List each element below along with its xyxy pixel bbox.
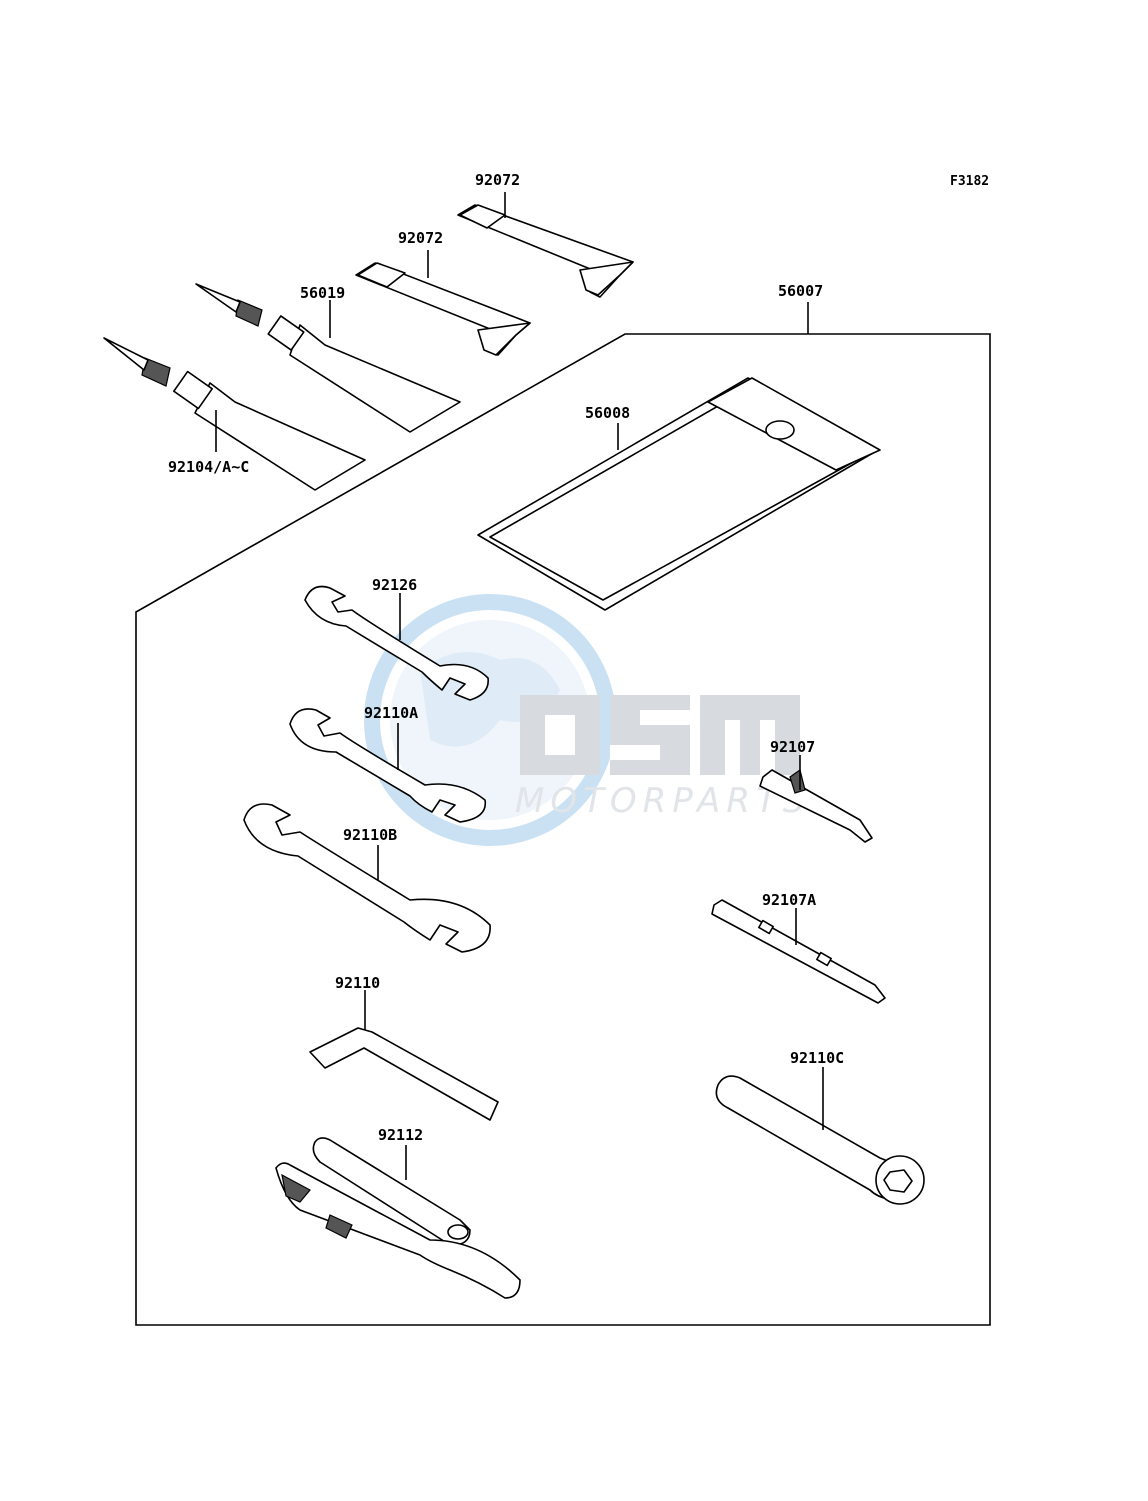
watermark-letter-s — [610, 695, 690, 775]
label-hex-key: 92110 — [335, 974, 380, 992]
wrench-medium: 92110A — [289, 704, 487, 823]
label-screwdriver: 92107 — [770, 738, 815, 756]
label-pliers: 92112 — [378, 1126, 423, 1144]
hex-key: 92110 — [309, 974, 499, 1121]
label-tool-kit: 56007 — [778, 282, 823, 300]
tool-bag: 56008 — [477, 377, 881, 611]
label-tube-large: 92104/A~C — [168, 458, 249, 476]
tube-large: 92104/A~C — [103, 337, 366, 491]
wrench-small: 92126 — [304, 576, 489, 701]
pliers: 92112 — [275, 1126, 521, 1299]
watermark-letter-m — [700, 695, 800, 775]
strap-upper: 92072 — [457, 171, 634, 298]
watermark-globe-icon — [364, 594, 616, 846]
plug-wrench: 92110C — [715, 1049, 925, 1205]
label-wrench-large: 92110B — [343, 826, 397, 844]
tool-kit: 56007 — [778, 282, 823, 334]
label-tool-bag: 56008 — [585, 404, 630, 422]
watermark-subtitle: MOTORPARTS — [515, 781, 810, 821]
wrench-large: 92110B — [243, 803, 491, 953]
diagram-code: F3182 — [950, 174, 989, 189]
strap-lower: 92072 — [355, 229, 531, 356]
label-strap-upper: 92072 — [475, 171, 520, 189]
label-strap-lower: 92072 — [398, 229, 443, 247]
screwdriver: 92107 — [759, 738, 873, 843]
label-screwdriver-blade: 92107A — [762, 891, 816, 909]
label-wrench-small: 92126 — [372, 576, 417, 594]
label-tube-small: 56019 — [300, 284, 345, 302]
label-wrench-medium: 92110A — [364, 704, 418, 722]
tube-small: 56019 — [195, 283, 461, 433]
screwdriver-blade: 92107A — [711, 891, 886, 1004]
label-plug-wrench: 92110C — [790, 1049, 844, 1067]
